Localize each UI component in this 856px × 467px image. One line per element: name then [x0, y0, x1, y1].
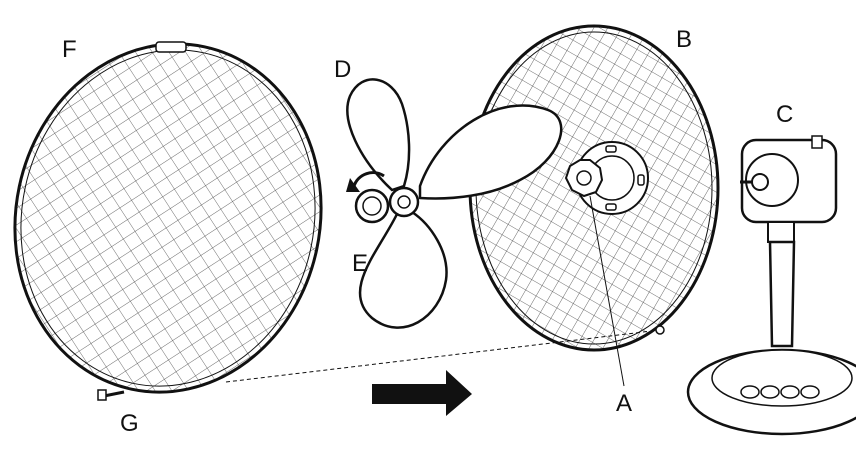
label-d: D — [334, 56, 352, 83]
label-e: E — [352, 250, 369, 277]
alignment-line — [225, 329, 661, 383]
grille-nut — [564, 159, 604, 198]
leader-line-a — [589, 195, 625, 387]
fan-blade — [346, 78, 563, 329]
label-a: A — [616, 390, 633, 417]
label-g: G — [120, 410, 139, 437]
blade-cap — [346, 171, 420, 224]
label-c: C — [776, 101, 794, 128]
screw — [97, 389, 125, 401]
label-b: B — [676, 26, 693, 53]
motor-and-stand — [686, 135, 856, 436]
grille-clip — [155, 41, 187, 53]
assembly-direction-arrow-icon — [372, 370, 472, 416]
label-f: F — [62, 36, 77, 63]
front-grille — [13, 41, 323, 394]
rotate-arrow-icon — [352, 171, 385, 187]
rotate-arrow-head-icon — [346, 178, 360, 192]
screw-hole — [655, 325, 665, 335]
